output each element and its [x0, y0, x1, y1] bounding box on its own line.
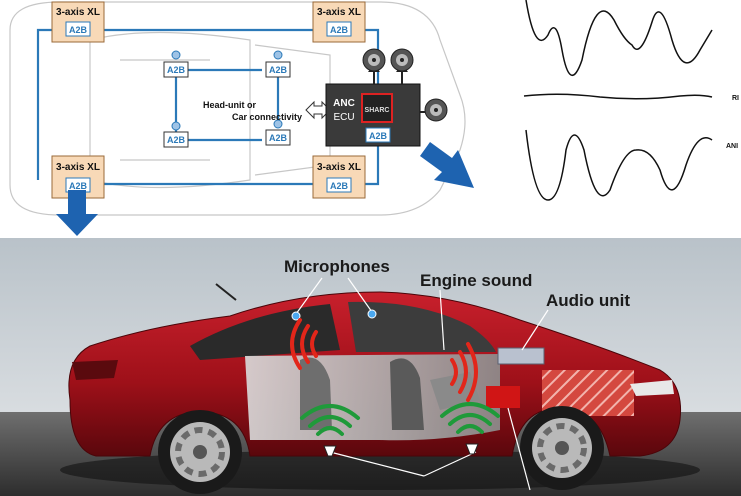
residual-waveform [523, 93, 713, 100]
reference-waveform [525, 0, 713, 76]
accelerometer-module: 3-axis XL A2B [51, 155, 105, 199]
a2b-badge: A2B [167, 135, 186, 145]
arrow-down-icon [56, 190, 98, 236]
a2b-badge: A2B [330, 181, 349, 191]
accelerometer-module: 3-axis XL A2B [312, 155, 366, 199]
ecu-label: ECU [333, 112, 354, 123]
microphone-node: A2B [265, 119, 291, 146]
speaker-icon [323, 445, 337, 457]
accelerometer-module: 3-axis XL A2B [51, 1, 105, 43]
a2b-badge: A2B [69, 181, 88, 191]
front-wheel [520, 406, 604, 490]
audio-unit-box [497, 347, 545, 365]
microphone-node: A2B [163, 121, 189, 148]
microphone-dot [291, 311, 301, 321]
arrow-diagonal-icon [420, 142, 474, 188]
microphones-label: Microphones [284, 257, 390, 276]
dsp-chip-label: SHARC [365, 107, 390, 114]
speaker-icon [465, 443, 479, 455]
waveform-row-label: ANI [726, 143, 738, 150]
a2b-badge: A2B [269, 65, 288, 75]
anc-label: ANC [333, 98, 355, 109]
audio-unit-label: Audio unit [546, 291, 630, 310]
speaker-icon [390, 48, 414, 84]
engine-sound-label: Engine sound [420, 271, 532, 290]
microphone-leader-lines [295, 277, 549, 491]
waveform-row-label: RI [732, 95, 739, 102]
rear-wheel [158, 410, 242, 494]
accelerometer-module: 3-axis XL A2B [312, 1, 366, 43]
anc-unit-box [486, 386, 520, 408]
microphone-node: A2B [163, 50, 189, 78]
anc-ecu-box: ANC ECU SHARC A2B [325, 83, 421, 147]
anti-noise-wave-icon [440, 402, 500, 434]
anti-noise-waveform [525, 129, 713, 201]
a2b-bus-lines [36, 28, 380, 186]
anti-noise-wave-icon [300, 404, 360, 436]
waveform-panel: RI ANI [502, 0, 741, 212]
microphone-dot [367, 309, 377, 319]
head-unit-label: Head-unit or [203, 100, 256, 110]
a2b-badge: A2B [330, 25, 349, 35]
speaker-icon [362, 48, 386, 84]
accelerometer-label: 3-axis XL [56, 7, 100, 18]
a2b-badge: A2B [369, 131, 388, 141]
car-connectivity-label: Car connectivity [232, 112, 302, 122]
car-photo: Microphones Engine sound Audio unit [0, 238, 741, 496]
accelerometer-label: 3-axis XL [317, 7, 361, 18]
a2b-badge: A2B [269, 133, 288, 143]
microphone-node: A2B [265, 50, 291, 78]
accelerometer-label: 3-axis XL [317, 162, 361, 173]
speaker-icon [420, 98, 448, 122]
a2b-badge: A2B [167, 65, 186, 75]
accelerometer-label: 3-axis XL [56, 162, 100, 173]
engine-noise-wave-icon [290, 318, 318, 370]
engine-noise-wave-icon [450, 342, 478, 402]
a2b-badge: A2B [69, 25, 88, 35]
